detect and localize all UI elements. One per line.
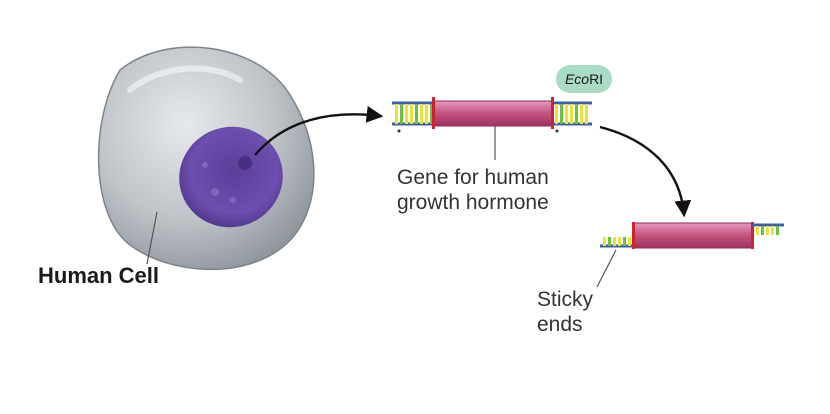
curved-arrow-icon — [254, 106, 384, 156]
enzyme-name-suffix: RI — [589, 71, 604, 87]
sticky-label-line-1: Sticky — [537, 288, 594, 311]
human-cell-icon — [97, 46, 315, 271]
dna-fragment-with-gene — [392, 97, 592, 160]
curved-arrow-icon — [599, 125, 692, 218]
gene-label: Gene for human growth hormone — [397, 165, 549, 215]
human-cell-label: Human Cell — [38, 263, 160, 288]
ecori-enzyme-badge: EcoRI — [556, 65, 612, 93]
enzyme-name-italic: Eco — [564, 71, 590, 87]
gene-label-line-1: Gene for human — [397, 166, 549, 189]
sticky-pointer-line — [596, 249, 617, 288]
sticky-label-line-2: ends — [537, 313, 583, 336]
gene-segment-cut — [633, 222, 753, 249]
gene-label-line-2: growth hormone — [397, 191, 549, 214]
cell-pointer-line — [146, 211, 158, 265]
gene-segment — [433, 100, 553, 127]
dna-fragment-sticky-ends — [596, 222, 784, 288]
sticky-ends-label: Sticky ends — [537, 287, 593, 337]
